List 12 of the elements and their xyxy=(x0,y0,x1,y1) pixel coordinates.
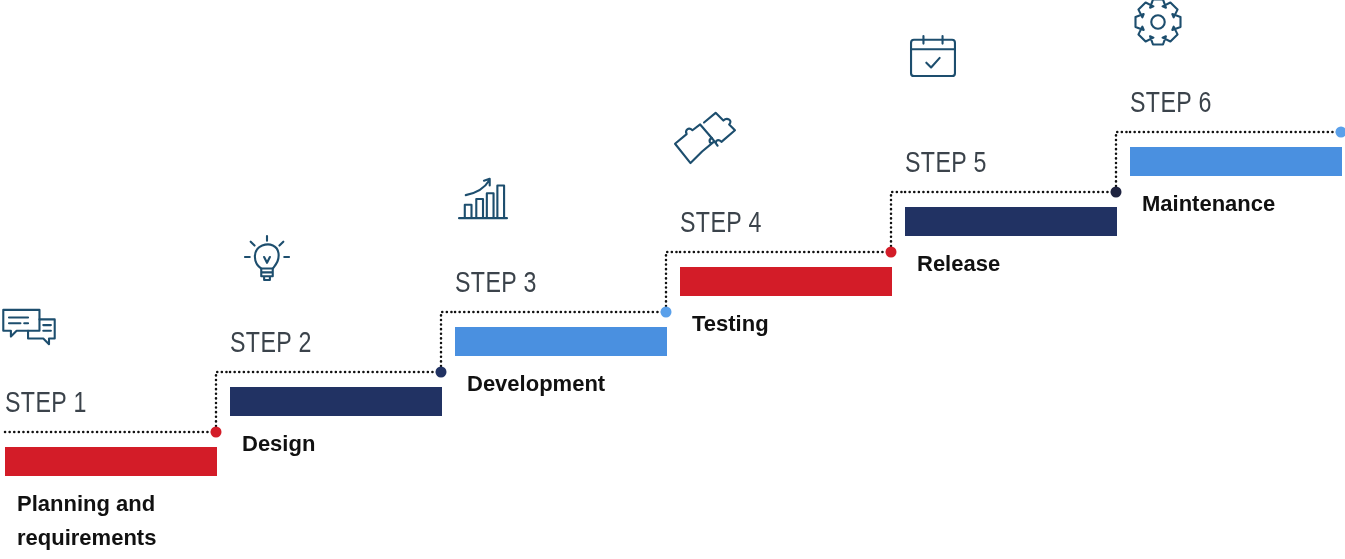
step-title: STEP 4 xyxy=(680,205,762,239)
step-label: Maintenance xyxy=(1142,190,1277,218)
step-label: Development xyxy=(467,370,607,398)
step-label: Planning and requirements xyxy=(17,490,158,552)
step-title: STEP 2 xyxy=(230,325,312,359)
step-label: Design xyxy=(242,430,317,458)
step-title: STEP 3 xyxy=(455,265,537,299)
step-title: STEP 1 xyxy=(5,385,87,419)
step-label: Testing xyxy=(692,310,770,338)
step-title: STEP 5 xyxy=(905,145,987,179)
step-title: STEP 6 xyxy=(1130,85,1212,119)
step-label: Release xyxy=(917,250,1002,278)
